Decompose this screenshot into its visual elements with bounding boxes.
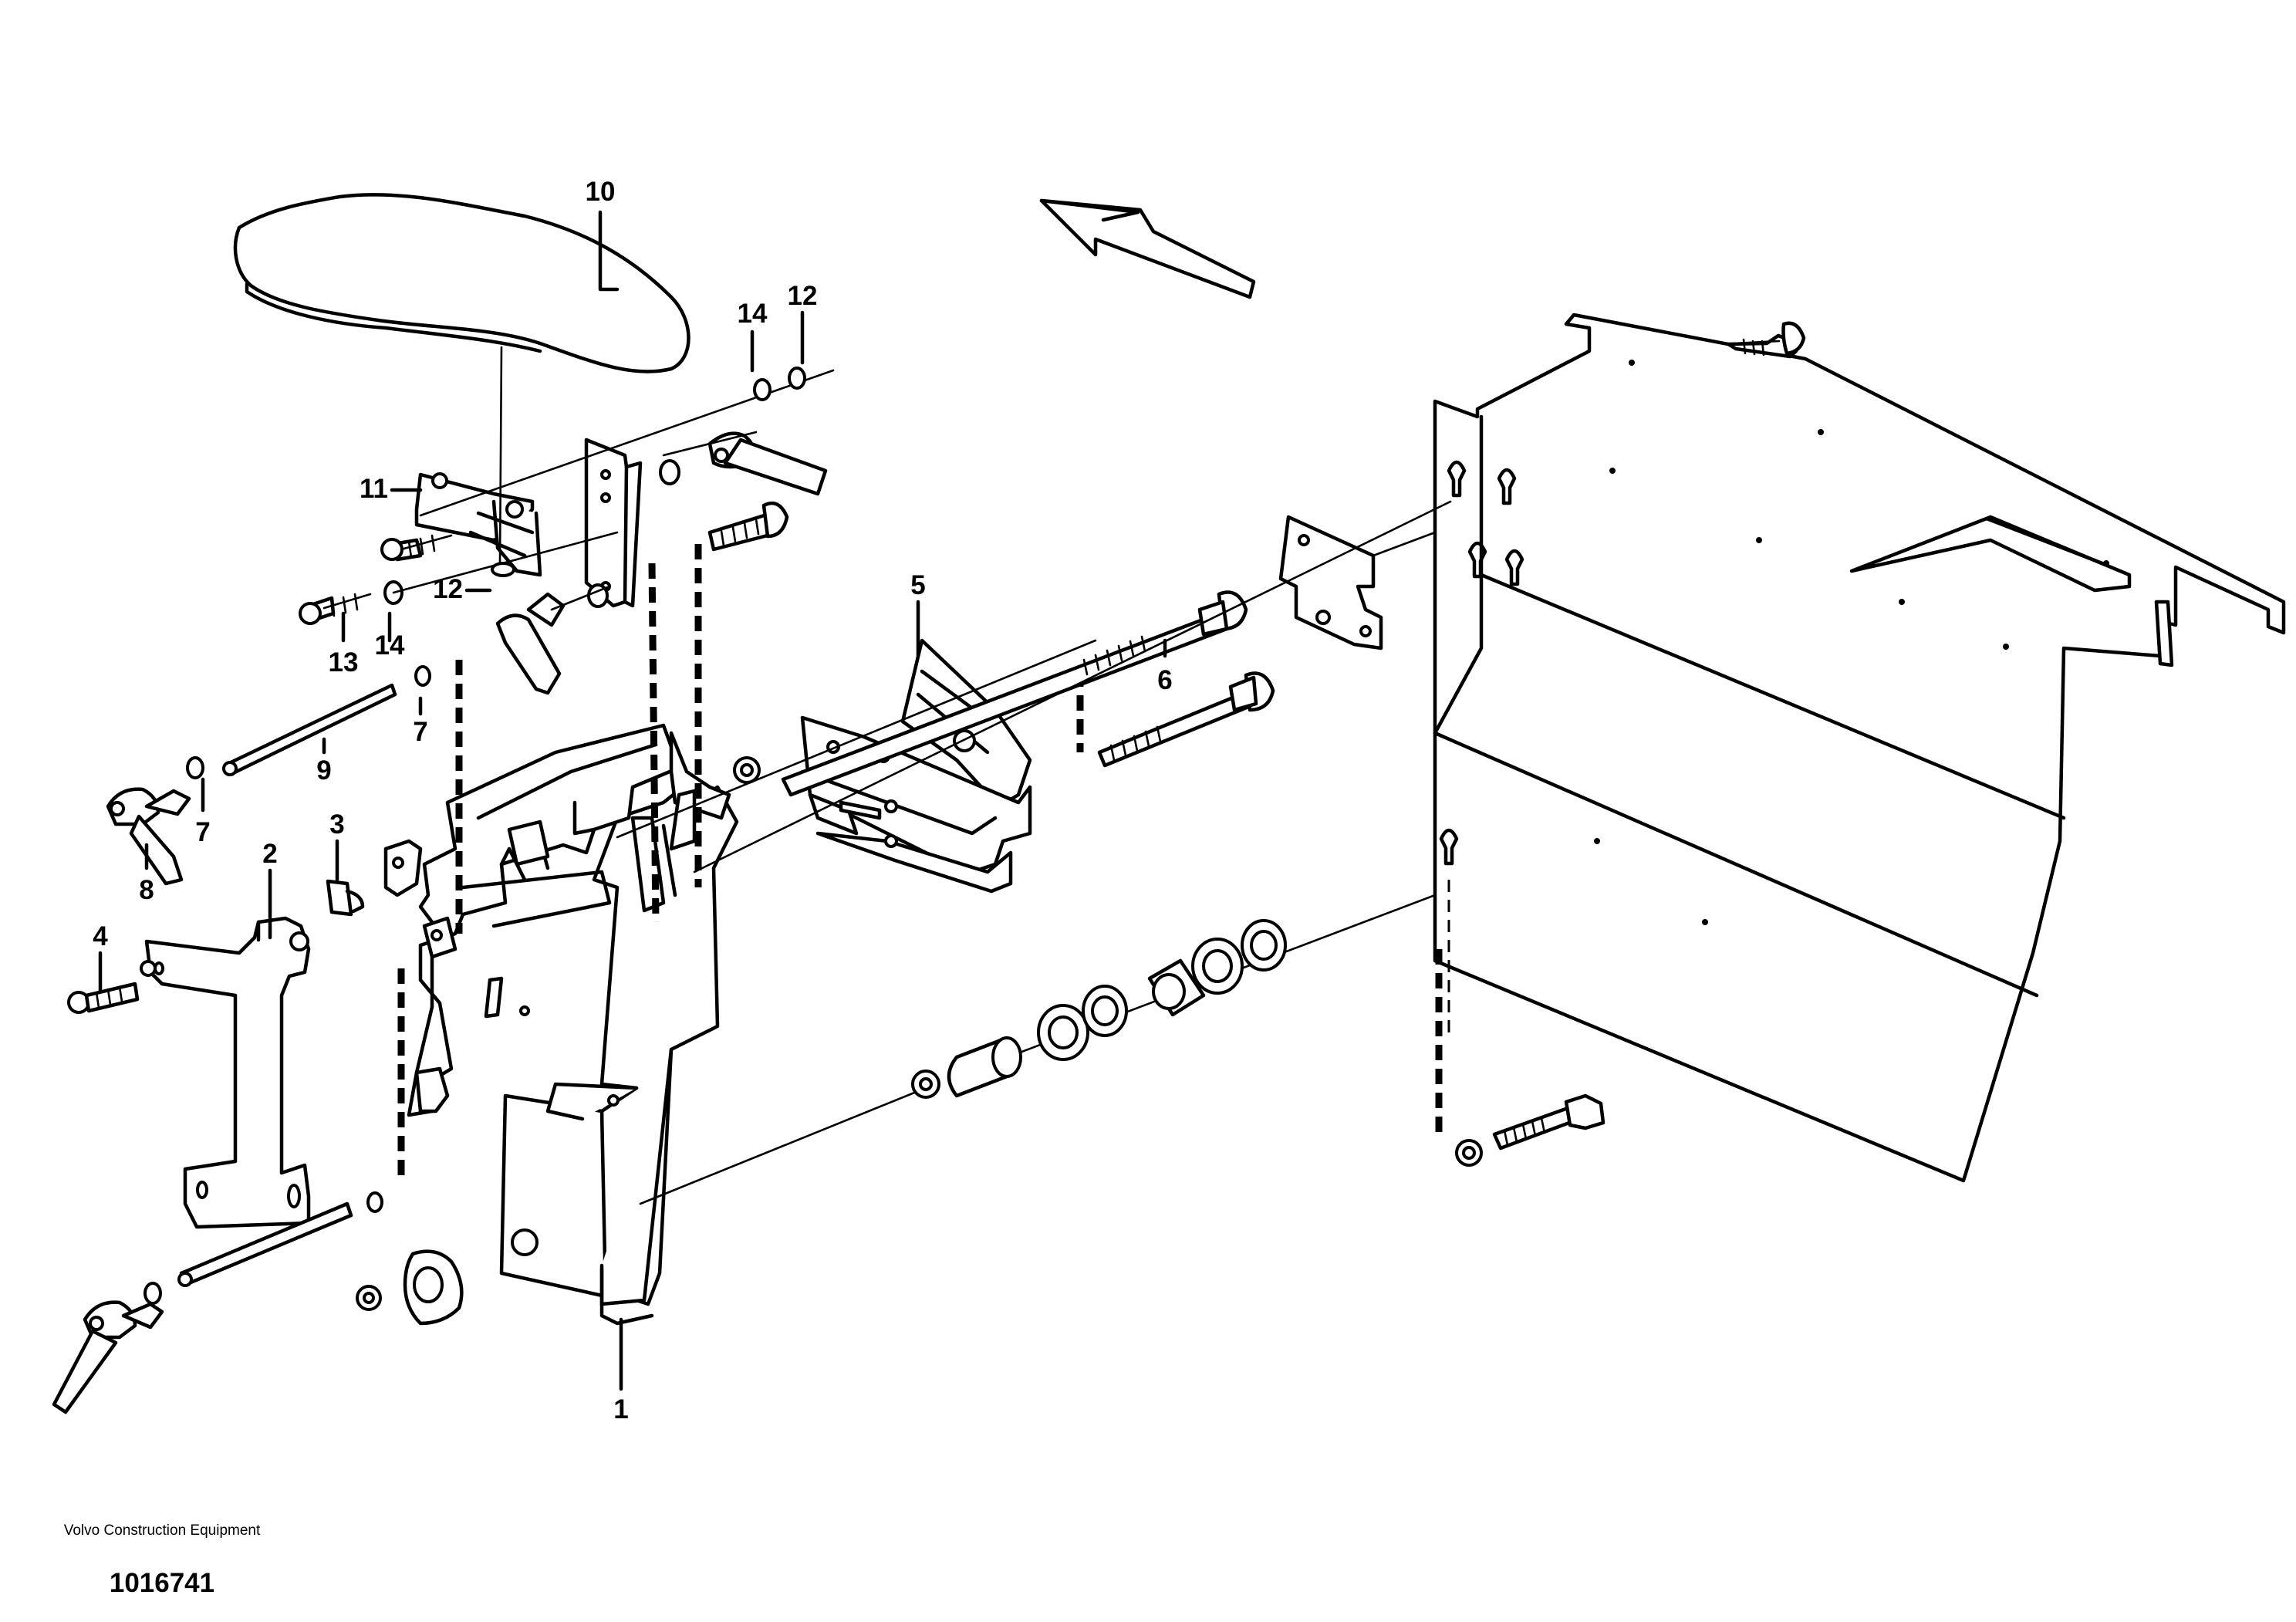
callout-13: 13: [329, 647, 359, 678]
direction-arrow: [1039, 198, 1256, 299]
cover-panel: [1433, 313, 2286, 1183]
callout-12-upper: 12: [788, 281, 818, 311]
callout-labels: 10 14 12 11 12 13 14 7 9 7 8 3 2 4 5 6 1: [93, 177, 1172, 1424]
callout-14-lower: 14: [375, 630, 405, 661]
pin-handle-upper: [106, 665, 431, 886]
callout-10: 10: [586, 177, 616, 207]
callout-14-upper: 14: [738, 299, 768, 329]
clip: [326, 879, 365, 917]
callout-2: 2: [262, 839, 277, 869]
leader-lines: [98, 210, 1167, 1391]
bolt-top-right: [1726, 321, 1806, 359]
callout-7-left: 7: [195, 817, 210, 847]
z-bracket: [1278, 515, 1437, 650]
bushing-stack: [911, 919, 1287, 1099]
manufacturer-name: Volvo Construction Equipment: [63, 1522, 261, 1539]
callout-6: 6: [1157, 665, 1172, 695]
upright-bracket: [584, 438, 643, 608]
bolt-left: [67, 982, 140, 1014]
callout-5: 5: [910, 570, 925, 600]
callout-11: 11: [360, 474, 388, 504]
callout-7-right: 7: [413, 717, 427, 747]
diagram-number: 1016741: [109, 1568, 215, 1598]
long-bolts: [733, 590, 1275, 797]
callout-9: 9: [316, 755, 331, 786]
callout-8: 8: [139, 875, 154, 905]
callout-3: 3: [329, 809, 344, 840]
callout-4: 4: [93, 921, 108, 951]
upper-fasteners: [299, 367, 835, 695]
bolt-bottom-right: [1435, 880, 1606, 1167]
callout-12-lower: 12: [433, 574, 463, 604]
small-bracket: [140, 916, 311, 1229]
pin-handle-lower: [52, 1191, 383, 1414]
armrest-pad: [233, 193, 690, 577]
seat-bracket: [414, 472, 542, 577]
knob-lower: [356, 1249, 464, 1326]
callout-1: 1: [613, 1394, 628, 1424]
